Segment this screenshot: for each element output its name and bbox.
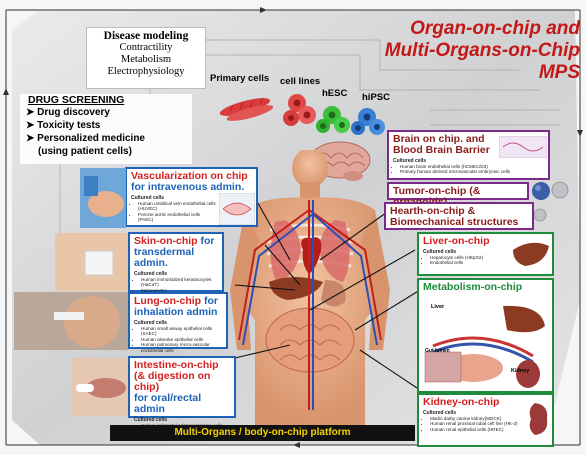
metabolism-label-gut: Gut lumen xyxy=(425,348,450,354)
cell-line-icon xyxy=(283,94,316,126)
drug-screening-item: ➤ Personalized medicine xyxy=(26,133,145,144)
vascularization-subtitle: for intravenous admin. xyxy=(131,181,245,193)
cultured-cells-label: Cultured cells xyxy=(134,271,168,277)
intestine-subtitle: (& digestion on chip) xyxy=(134,370,211,393)
metabolism-box: Metabolism-on-chip Liver Gut lumen Kidne… xyxy=(417,278,554,393)
cultured-cells-label: Cultured cells xyxy=(134,320,168,326)
oral-pill-photo xyxy=(72,358,128,416)
skin-subtitle: transdermal admin. xyxy=(134,246,195,269)
inhaler-photo xyxy=(14,292,128,350)
disease-modeling-panel: Disease modeling Contractility Metabolis… xyxy=(86,27,206,89)
cell-item: Human pulmonary micro-vascular endotheli… xyxy=(141,342,222,353)
brain-box: Brain on chip. and Blood Brain Barrier C… xyxy=(387,130,550,180)
heart-title: Hearth-on-chip & xyxy=(390,205,476,217)
cultured-cells-label: Cultured cells xyxy=(423,249,457,255)
hand-injection-photo xyxy=(80,168,126,228)
cell-label-primary: Primary cells xyxy=(210,73,270,84)
cell-label-lines: cell lines xyxy=(280,76,321,87)
footer-platform-bar: Multi-Organs / body-on-chip platform xyxy=(110,425,415,441)
title-line-3: MPS xyxy=(538,62,580,83)
vascularization-title: Vascularization on chip xyxy=(131,170,248,182)
intestine-route: for oral/rectal admin xyxy=(134,392,202,415)
vascular-chip-thumbnail xyxy=(219,193,255,225)
lung-title: Lung-on-chip xyxy=(134,295,202,307)
cell-item: Porcine aortic endothelial cells (PAEC) xyxy=(138,212,216,223)
kidney-box: Kidney-on-chip Cultured cells Madin darb… xyxy=(417,393,554,447)
disease-modeling-item: Electrophysiology xyxy=(107,66,185,77)
drug-screening-item: ➤ Drug discovery xyxy=(26,107,110,118)
kidney-icon xyxy=(529,403,548,435)
heart-subtitle: Biomechanical structures xyxy=(390,216,519,228)
lung-subtitle: inhalation admin xyxy=(134,306,218,318)
lung-box: Lung-on-chip for inhalation admin Cultur… xyxy=(128,292,228,353)
intestine-title: Intestine-on-chip xyxy=(134,359,219,371)
cultured-cells-label: Cultured cells xyxy=(423,410,457,416)
metabolism-diagram xyxy=(424,305,545,388)
metabolism-label-liver: Liver xyxy=(431,304,445,310)
hipsc-icon xyxy=(351,108,385,135)
cell-label-hesc: hESC xyxy=(322,88,348,99)
muscle-fiber-icon xyxy=(219,97,274,121)
kidney-title: Kidney-on-chip xyxy=(423,396,500,408)
bbb-chip-thumbnail xyxy=(499,136,547,158)
disease-modeling-item: Metabolism xyxy=(120,54,172,65)
disease-modeling-heading: Disease modeling xyxy=(103,30,189,42)
cell-item: Human brain endothelial cells (hCMEC/D3) xyxy=(400,164,544,169)
skin-patch-photo xyxy=(55,233,128,291)
cell-icons xyxy=(219,94,385,135)
check-arrow-icon: ➤ xyxy=(26,133,38,144)
cultured-cells-label: Cultured cells xyxy=(134,417,168,423)
cell-item: Madin darby canine kidney(MDCK) xyxy=(430,416,522,421)
drug-screening-item: (using patient cells) xyxy=(38,146,132,157)
heart-box: Hearth-on-chip & Biomechanical structure… xyxy=(384,202,534,230)
tumor-box: Tumor-on-chip (& organoids) xyxy=(387,182,529,208)
liver-icon xyxy=(513,242,549,266)
check-arrow-icon: ➤ xyxy=(26,107,38,118)
metabolism-title: Metabolism-on-chip xyxy=(423,281,523,293)
cell-item: Human umbilical vein endothelial cells (… xyxy=(138,201,216,212)
intestine-box: Intestine-on-chip (& digestion on chip) … xyxy=(128,356,236,433)
disease-modeling-item: Contractility xyxy=(119,42,173,53)
metabolism-label-kidney: Kidney xyxy=(511,368,530,374)
brain-title: Brain on chip. and xyxy=(393,133,485,145)
cell-item: Melanocytes xyxy=(141,288,218,293)
cell-label-hipsc: hiPSC xyxy=(362,92,390,103)
cell-item: Hepatocyte cells (HEpG2) xyxy=(430,255,548,260)
cell-item: Primary human derived microvascular embr… xyxy=(400,169,544,174)
drug-screening-panel: DRUG SCREENING ➤ Drug discovery ➤ Toxici… xyxy=(20,94,192,164)
skin-title: Skin-on-chip xyxy=(134,235,198,247)
main-title: Organ-on-chip and Multi-Organs-on-Chip M… xyxy=(370,18,580,84)
check-arrow-icon: ➤ xyxy=(26,120,38,131)
liver-box: Liver-on-chip Cultured cells Hepatocyte … xyxy=(417,232,554,276)
drug-screening-heading: DRUG SCREENING xyxy=(28,94,125,106)
human-anatomy-figure xyxy=(230,150,390,425)
vascularization-box: Vascularization on chip for intravenous … xyxy=(125,167,258,227)
cell-item: Endothelial cells xyxy=(430,260,548,265)
cell-item: Human renal proximal tubal cell line (HK… xyxy=(430,421,522,426)
cell-item: Human small airway epithelial cells (SAE… xyxy=(141,326,222,337)
cell-item: Human alveolar epithelial cells xyxy=(141,337,222,342)
liver-title: Liver-on-chip xyxy=(423,235,490,247)
brain-subtitle: Blood Brain Barrier xyxy=(393,144,490,156)
organoid-icon xyxy=(532,182,550,200)
title-line-1: Organ-on-chip and xyxy=(410,18,580,39)
cultured-cells-label: Cultured cells xyxy=(131,195,165,201)
title-line-2: Multi-Organs-on-Chip xyxy=(384,40,580,61)
hesc-icon xyxy=(316,106,350,133)
cultured-cells-label: Cultured cells xyxy=(393,158,427,164)
cell-item: Human renal epithelial cells (HREC) xyxy=(430,427,522,432)
drug-screening-item: ➤ Toxicity tests xyxy=(26,120,101,131)
skin-box: Skin-on-chip for transdermal admin. Cult… xyxy=(128,232,224,298)
cell-item: Human immortalized keratinocytes (HaCaT) xyxy=(141,277,218,288)
